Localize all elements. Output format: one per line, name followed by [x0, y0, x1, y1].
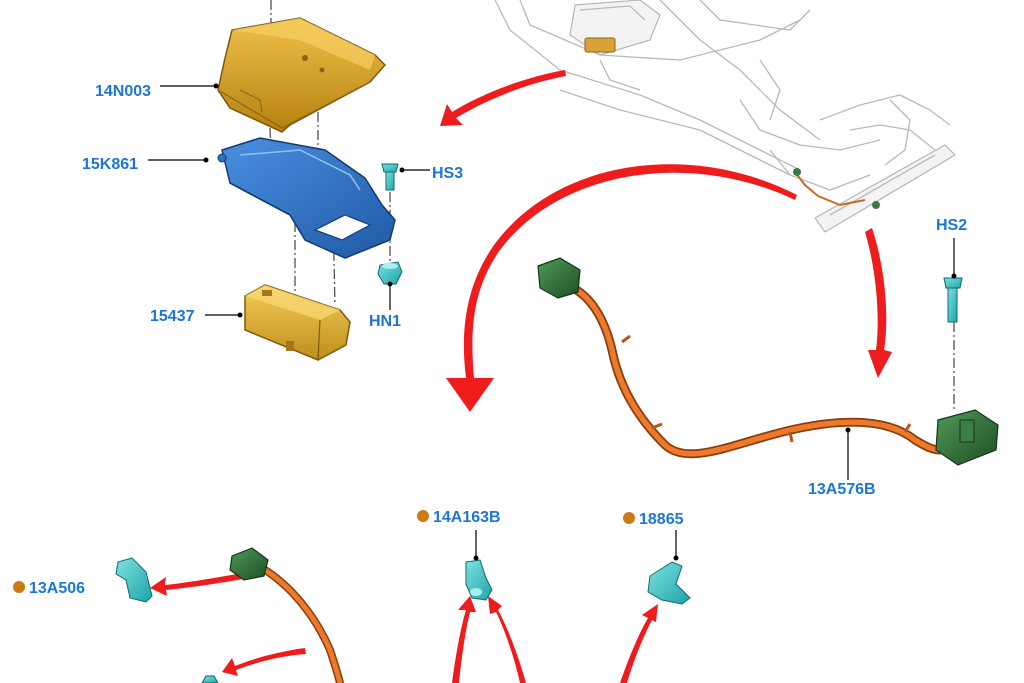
label-hs2: HS2	[936, 217, 967, 234]
direction-arrows	[150, 70, 892, 683]
label-15437: 15437	[150, 308, 195, 325]
arrow-lower-left	[222, 648, 306, 676]
nut-hn1	[377, 261, 403, 285]
label-13a506: 13A506	[29, 580, 85, 597]
part-labels: 14N003 15K861 15437 HS3 HN1 HS2 13A576B …	[13, 83, 967, 597]
label-15k861: 15K861	[82, 156, 138, 173]
clip-lower-left	[201, 675, 219, 683]
bullet-13a506	[13, 581, 25, 593]
clip-13a506	[115, 557, 153, 603]
arrow-frame-to-module	[440, 70, 566, 126]
label-14a163b: 14A163B	[433, 509, 501, 526]
bullet-14a163b	[417, 510, 429, 522]
bullet-18865	[623, 512, 635, 524]
bracket-part	[217, 137, 396, 259]
clip-14a163b	[465, 559, 493, 601]
leader-lines	[148, 83, 957, 561]
label-14n003: 14N003	[95, 83, 151, 100]
arrow-to-13a506	[150, 572, 249, 596]
label-13a576b: 13A576B	[808, 481, 876, 498]
arrow-frame-to-cable	[446, 164, 797, 412]
label-18865: 18865	[639, 511, 684, 528]
cable-lower-fragment	[229, 547, 344, 683]
cable-part	[537, 257, 999, 466]
arrow-to-14a163b-left	[452, 596, 476, 683]
arrow-to-14a163b-right	[488, 596, 526, 683]
cover-part	[217, 17, 387, 133]
screw-hs3	[381, 163, 399, 191]
arrow-to-18865	[620, 604, 658, 683]
clip-18865	[647, 561, 691, 605]
arrow-frame-to-hs2	[865, 228, 892, 378]
vehicle-frame-context	[494, 0, 956, 233]
label-hs3: HS3	[432, 165, 463, 182]
screw-hs2	[943, 277, 963, 323]
label-hn1: HN1	[369, 313, 401, 330]
module-part	[244, 284, 351, 361]
